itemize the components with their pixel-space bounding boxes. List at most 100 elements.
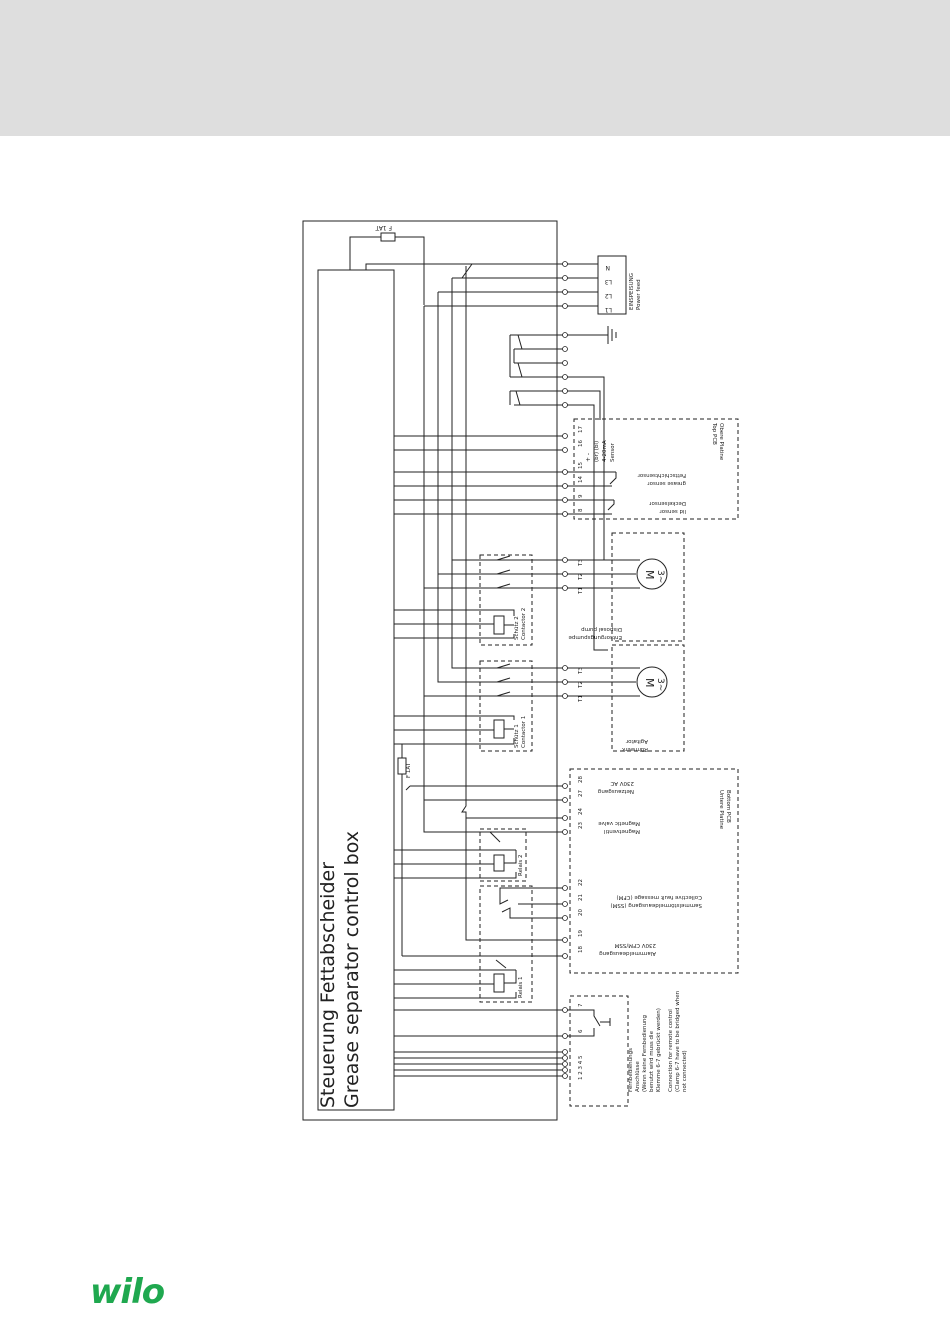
sensor-polarity: (br) (bl) [594,441,600,462]
terminal-15: 15 [578,462,584,469]
fuse-top [380,232,396,242]
lid-sensor-de: Deckelsensor [648,500,686,506]
top-pcb-label-en: Top PCB [711,422,717,445]
sensor-signs: + - [585,453,592,462]
main-board [317,269,395,1111]
fuse-top-label: F 1AT [375,224,392,231]
relay1-coil [493,973,505,993]
terminal-14: 14 [578,476,584,483]
lid-sensor-en: lid sensor [659,508,686,514]
terminal-17: 17 [578,426,584,433]
remote-de-2: (Wenn keine Fernbedienung [642,1015,648,1092]
top-pcb-terminals [562,433,568,517]
alarm-output-de: Alarmmeldeausgang [599,950,656,956]
terminal-28: 28 [578,776,584,783]
terminals-1-5: 1 2 3 4 5 [578,1055,584,1080]
agitator-de: Rührwerk [621,746,648,752]
control-box-outline [302,220,558,1121]
terminal-6: 6 [578,1029,584,1033]
contactor1-label-de: Schütz 1 [514,724,520,748]
grease-sensor-en: grease sensor [647,480,686,486]
collective-fault-de: Sammelstörmeldeausgang (SSM) [610,902,702,908]
relay2-label: Relais 2 [518,855,524,877]
power-feed-terminals [562,261,568,309]
remote-en-1: (Clamp 6-7 have to be bridged when [675,990,681,1092]
disposal-pump-M: M [643,570,656,580]
disposal-pump-motor [636,558,668,590]
disposal-pump-terminals [562,557,568,591]
magnetic-valve-terminals [562,815,568,835]
top-pcb-label-de: Obere Platine [718,423,724,461]
bottom-pcb-region [569,768,739,974]
grease-sensor-de: Fettschichtsensor [637,472,686,478]
terminal-23: 23 [578,822,584,829]
box-title-de: Steuerung Fettabscheider [317,862,339,1108]
mains-output-terminals [562,783,568,803]
remote-en-2: not connected) [682,1050,688,1092]
relay2-coil [493,854,505,872]
top-pcb-region [573,418,739,520]
disposal-pump-region [611,532,685,642]
agitator-T1: T1 [578,695,584,703]
contactor1-region [479,660,533,752]
alarm-output-terminals [562,937,568,959]
ground-symbol [607,326,617,344]
relay2-region [479,828,527,882]
remote-en-0: Connection for remote control [668,1009,674,1092]
mains-output-en: 230V AC [610,780,634,786]
remote-de-4: Klemme 6-7 gebrückt werden) [656,1008,662,1092]
alarm-output-en: 230V CFM/SSM [614,942,656,948]
agitator-T2: T2 [578,681,584,689]
relay1-label: Relais 1 [518,977,524,999]
terminal-24: 24 [578,808,584,815]
terminal-27: 27 [578,790,584,797]
power-feed-label-en: Power feed [636,279,642,310]
remote-switch [567,1009,611,1037]
power-feed-L1: L1 [605,306,612,313]
agitator-en: Agitator [625,738,648,744]
sensor-label-2: Sensor [610,442,616,462]
contactor2-label-de: Schütz 2 [514,616,520,640]
disposal-pump-en: Disposal pump [581,626,622,632]
agitator-motor [636,666,668,698]
remote-de-0: Fernbedienungs [628,1048,634,1092]
terminal-21: 21 [578,894,584,901]
magnetic-valve-de: Magnetventil [604,828,640,834]
remote-de-3: benutzt wird muss die [649,1030,655,1092]
terminal-8: 8 [578,508,584,512]
contactor2-label-en: Contactor 2 [521,608,527,640]
mains-output-de: Netzausgang [598,788,634,794]
disposal-pump-T3: T3 [578,559,584,567]
power-feed-L3: L3 [605,278,612,285]
terminal-18: 18 [578,946,584,953]
agitator-T3: T3 [578,667,584,675]
box-title-en: Grease separator control box [341,831,363,1108]
bottom-pcb-de: Untere Platine [718,790,724,830]
sensor-label-1: 4-20mA [602,440,608,462]
remote-region [569,995,629,1107]
terminal-19: 19 [578,930,584,937]
agitator-terminals [562,665,568,699]
magnetic-valve-en: Magnetic valve [598,820,640,826]
terminal-16: 16 [578,440,584,447]
power-feed-block [597,255,627,315]
earth-terminals [562,332,568,408]
terminal-7: 7 [578,1003,584,1007]
disposal-pump-de: Entsorgungspumpe [568,634,622,640]
agitator-M: M [643,678,656,688]
disposal-pump-T2: T2 [578,573,584,581]
fuse-mid-label: F 1AT [406,762,412,778]
contactor1-coil [493,719,505,739]
disposal-pump-T1: T1 [578,587,584,595]
collective-fault-terminals [562,885,568,921]
remote-de-1: Anschlüsse [635,1061,641,1092]
terminal-9: 9 [578,494,584,498]
remote-terminals [562,1007,568,1079]
terminal-22: 22 [578,879,584,886]
contactor2-region [479,554,533,646]
contactor1-label-en: Contactor 1 [521,716,527,748]
wilo-logo: wilo [90,1272,165,1312]
agitator-region [611,644,685,752]
terminal-20: 20 [578,909,584,916]
relay1-region [479,885,533,1003]
